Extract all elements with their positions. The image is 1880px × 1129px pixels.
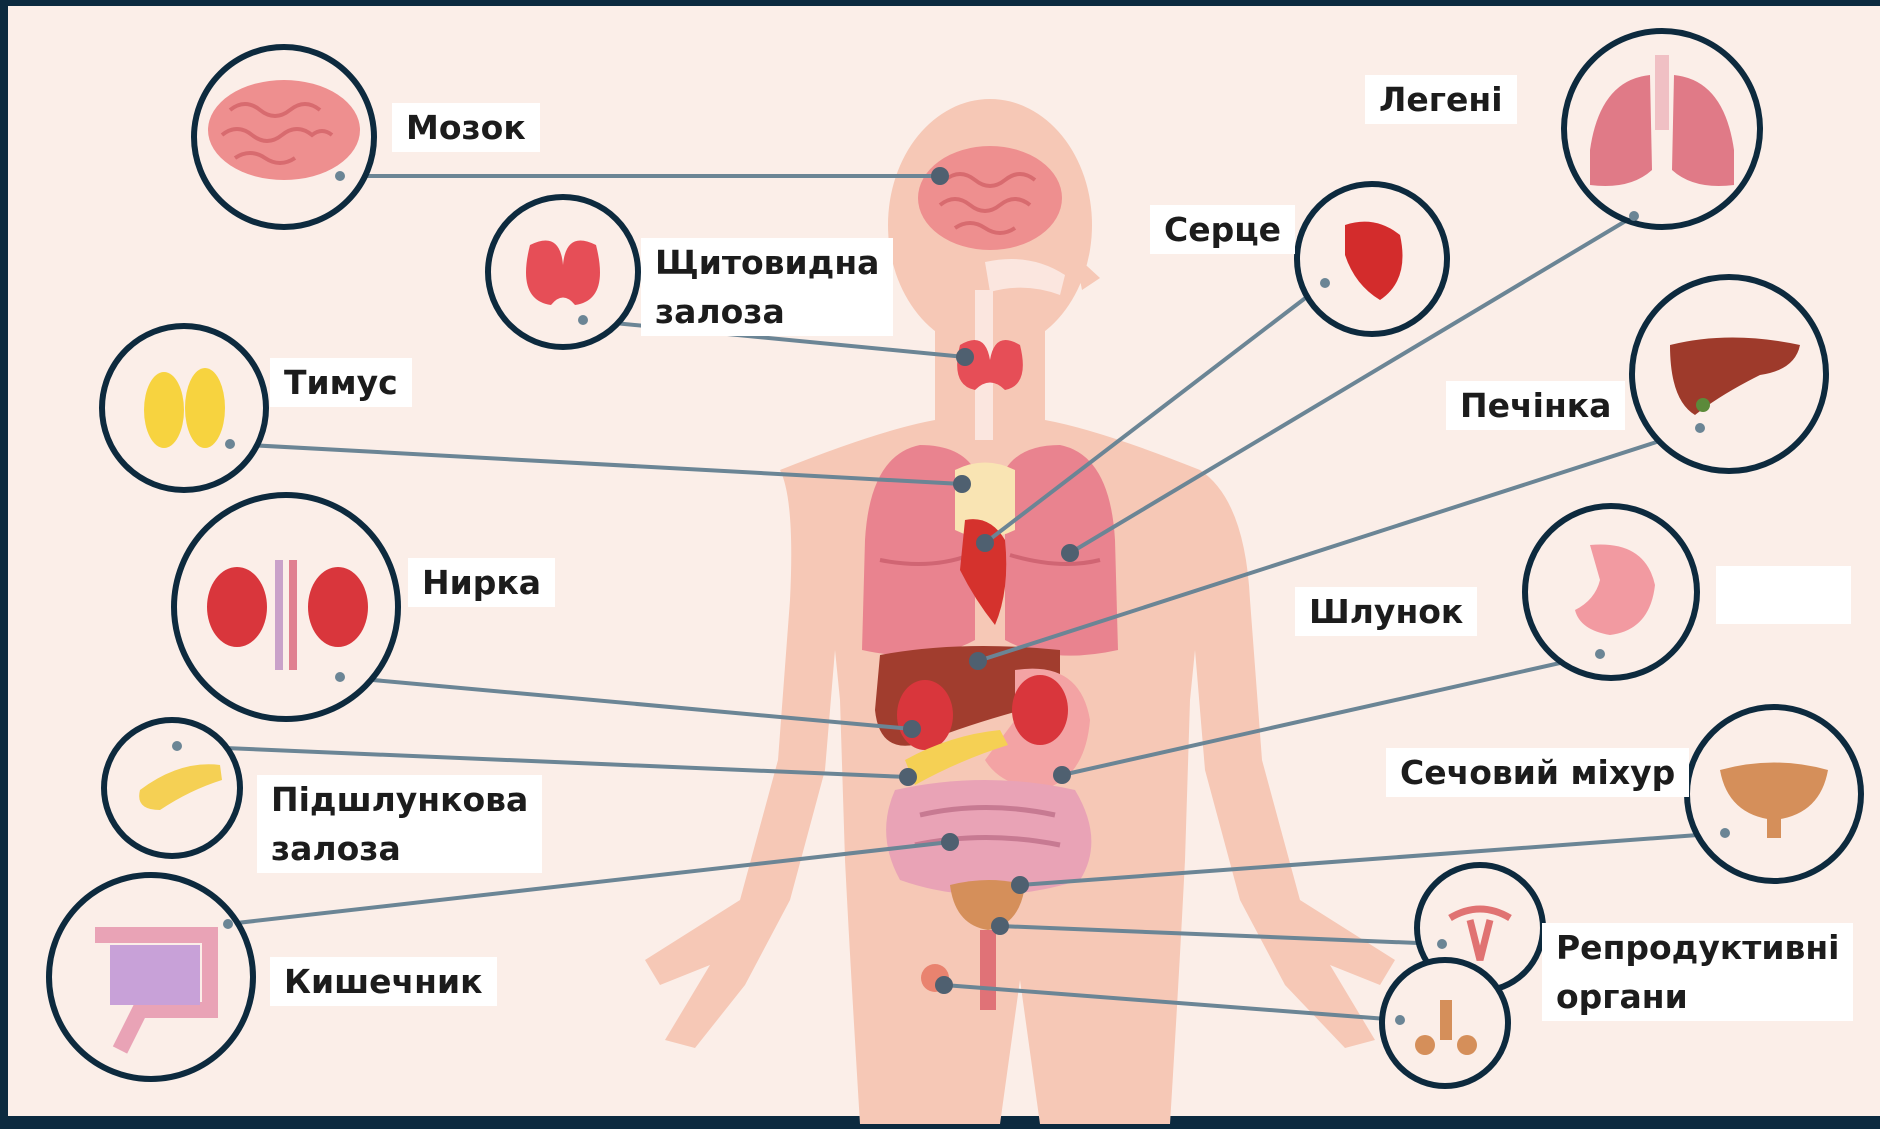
pancreas-icon [104,720,240,856]
label-bladder: Сечовий міхур [1386,748,1689,797]
kidney-organ-left [897,680,953,750]
label-kidney: Нирка [408,558,555,607]
label-liver: Печінка [1446,381,1625,430]
heart-icon [1297,184,1447,334]
label-intestine: Кишечник [270,957,497,1006]
brain-icon [194,47,374,227]
label-pancreas: Підшлункова залоза [257,775,542,873]
reproductive-organ [980,930,996,1010]
label-lungs: Легені [1365,75,1517,124]
lungs-icon [1564,31,1760,227]
thymus-icon [102,326,266,490]
blank-label-box [1716,566,1851,624]
label-heart: Серце [1150,205,1295,254]
label-thyroid: Щитовидна залоза [641,238,893,336]
label-reproductive: Репродуктивні органи [1542,923,1853,1021]
liver-icon [1632,277,1826,471]
kidney-organ-right [1012,675,1068,745]
bladder-icon [1687,707,1861,881]
label-thymus: Тимус [270,358,412,407]
brain-organ [918,146,1062,250]
label-brain: Мозок [392,103,540,152]
stomach-icon [1525,506,1697,678]
kidney-icon [174,495,398,719]
male-reproductive-icon [1382,960,1508,1086]
thyroid-icon [488,197,638,347]
label-stomach: Шлунок [1295,587,1477,636]
intestine-icon [49,875,253,1079]
